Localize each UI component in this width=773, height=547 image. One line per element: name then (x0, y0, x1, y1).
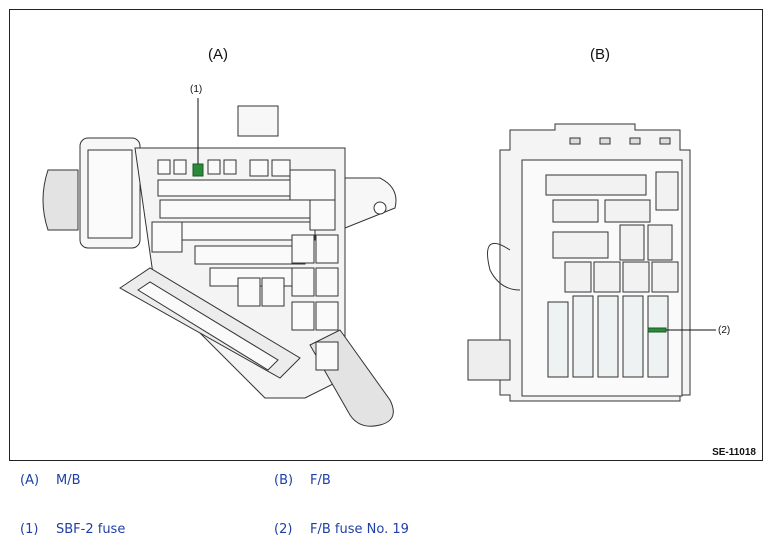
figure-code: SE-11018 (712, 447, 756, 458)
callout-2: (2) (718, 325, 731, 336)
fuse-box-drawing (42, 98, 716, 427)
label-a: (A) (208, 46, 228, 63)
legend-key: (A) (20, 473, 40, 488)
legend-item-b: (B) F/B (274, 473, 331, 488)
legend-key: (B) (274, 473, 294, 488)
legend-key: (2) (274, 522, 293, 537)
legend-item-2: (2) F/B fuse No. 19 (274, 522, 409, 537)
legend-text: SBF-2 fuse (56, 522, 126, 537)
sbf-2-fuse-highlight (192, 163, 204, 177)
legend-item-a: (A) M/B (20, 473, 81, 488)
label-b: (B) (590, 46, 610, 63)
callout-1: (1) (190, 84, 203, 95)
fuse-19-highlight (647, 327, 667, 333)
legend-item-1: (1) SBF-2 fuse (20, 522, 125, 537)
fuse-block-drawing (467, 123, 691, 402)
main-fuse-box-drawing (42, 105, 397, 427)
legend-text: F/B (310, 473, 331, 488)
legend-text: F/B fuse No. 19 (310, 522, 409, 537)
legend-key: (1) (20, 522, 39, 537)
diagram-figure: (A) (B) (1) (2) SE-11018 (9, 9, 763, 461)
legend-text: M/B (56, 473, 81, 488)
